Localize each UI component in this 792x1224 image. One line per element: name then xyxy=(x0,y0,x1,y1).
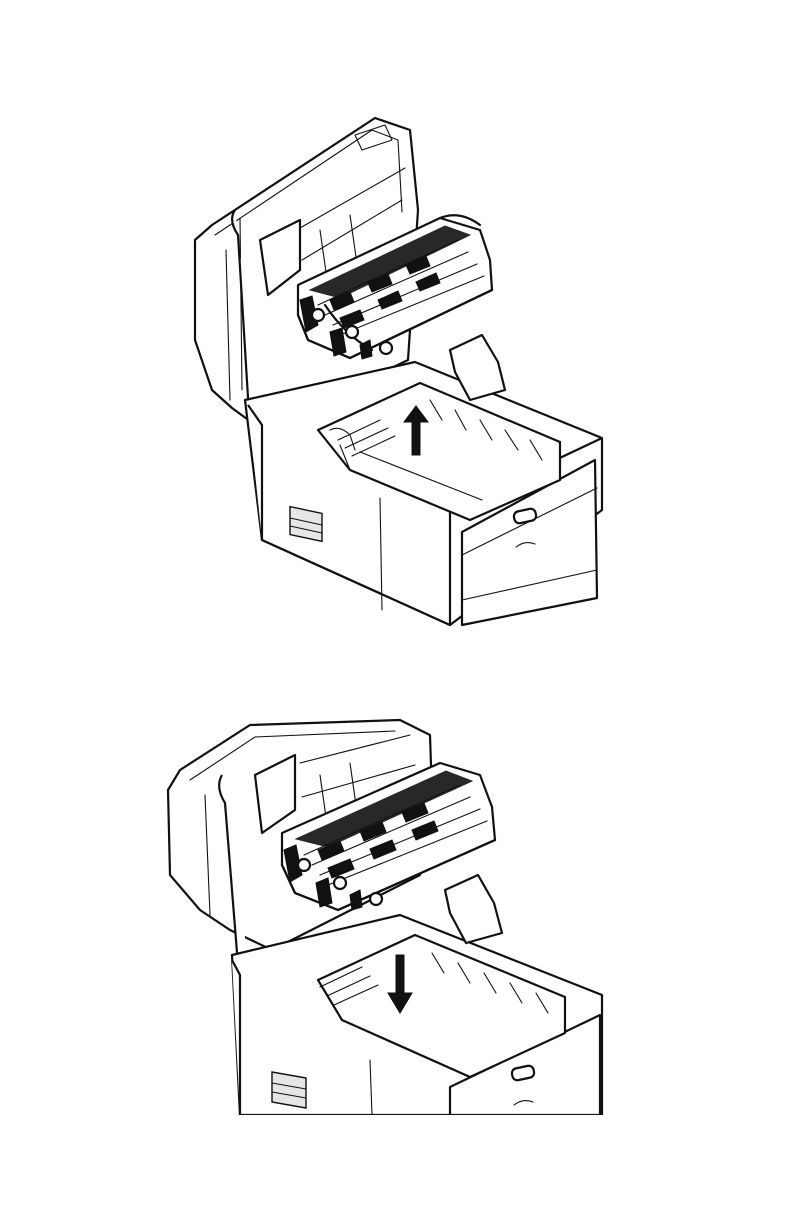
printer-illustration-bottom xyxy=(0,715,792,1115)
figure-remove-drum xyxy=(0,100,792,660)
printer-illustration-top xyxy=(0,100,792,660)
figure-install-drum xyxy=(0,715,792,1115)
